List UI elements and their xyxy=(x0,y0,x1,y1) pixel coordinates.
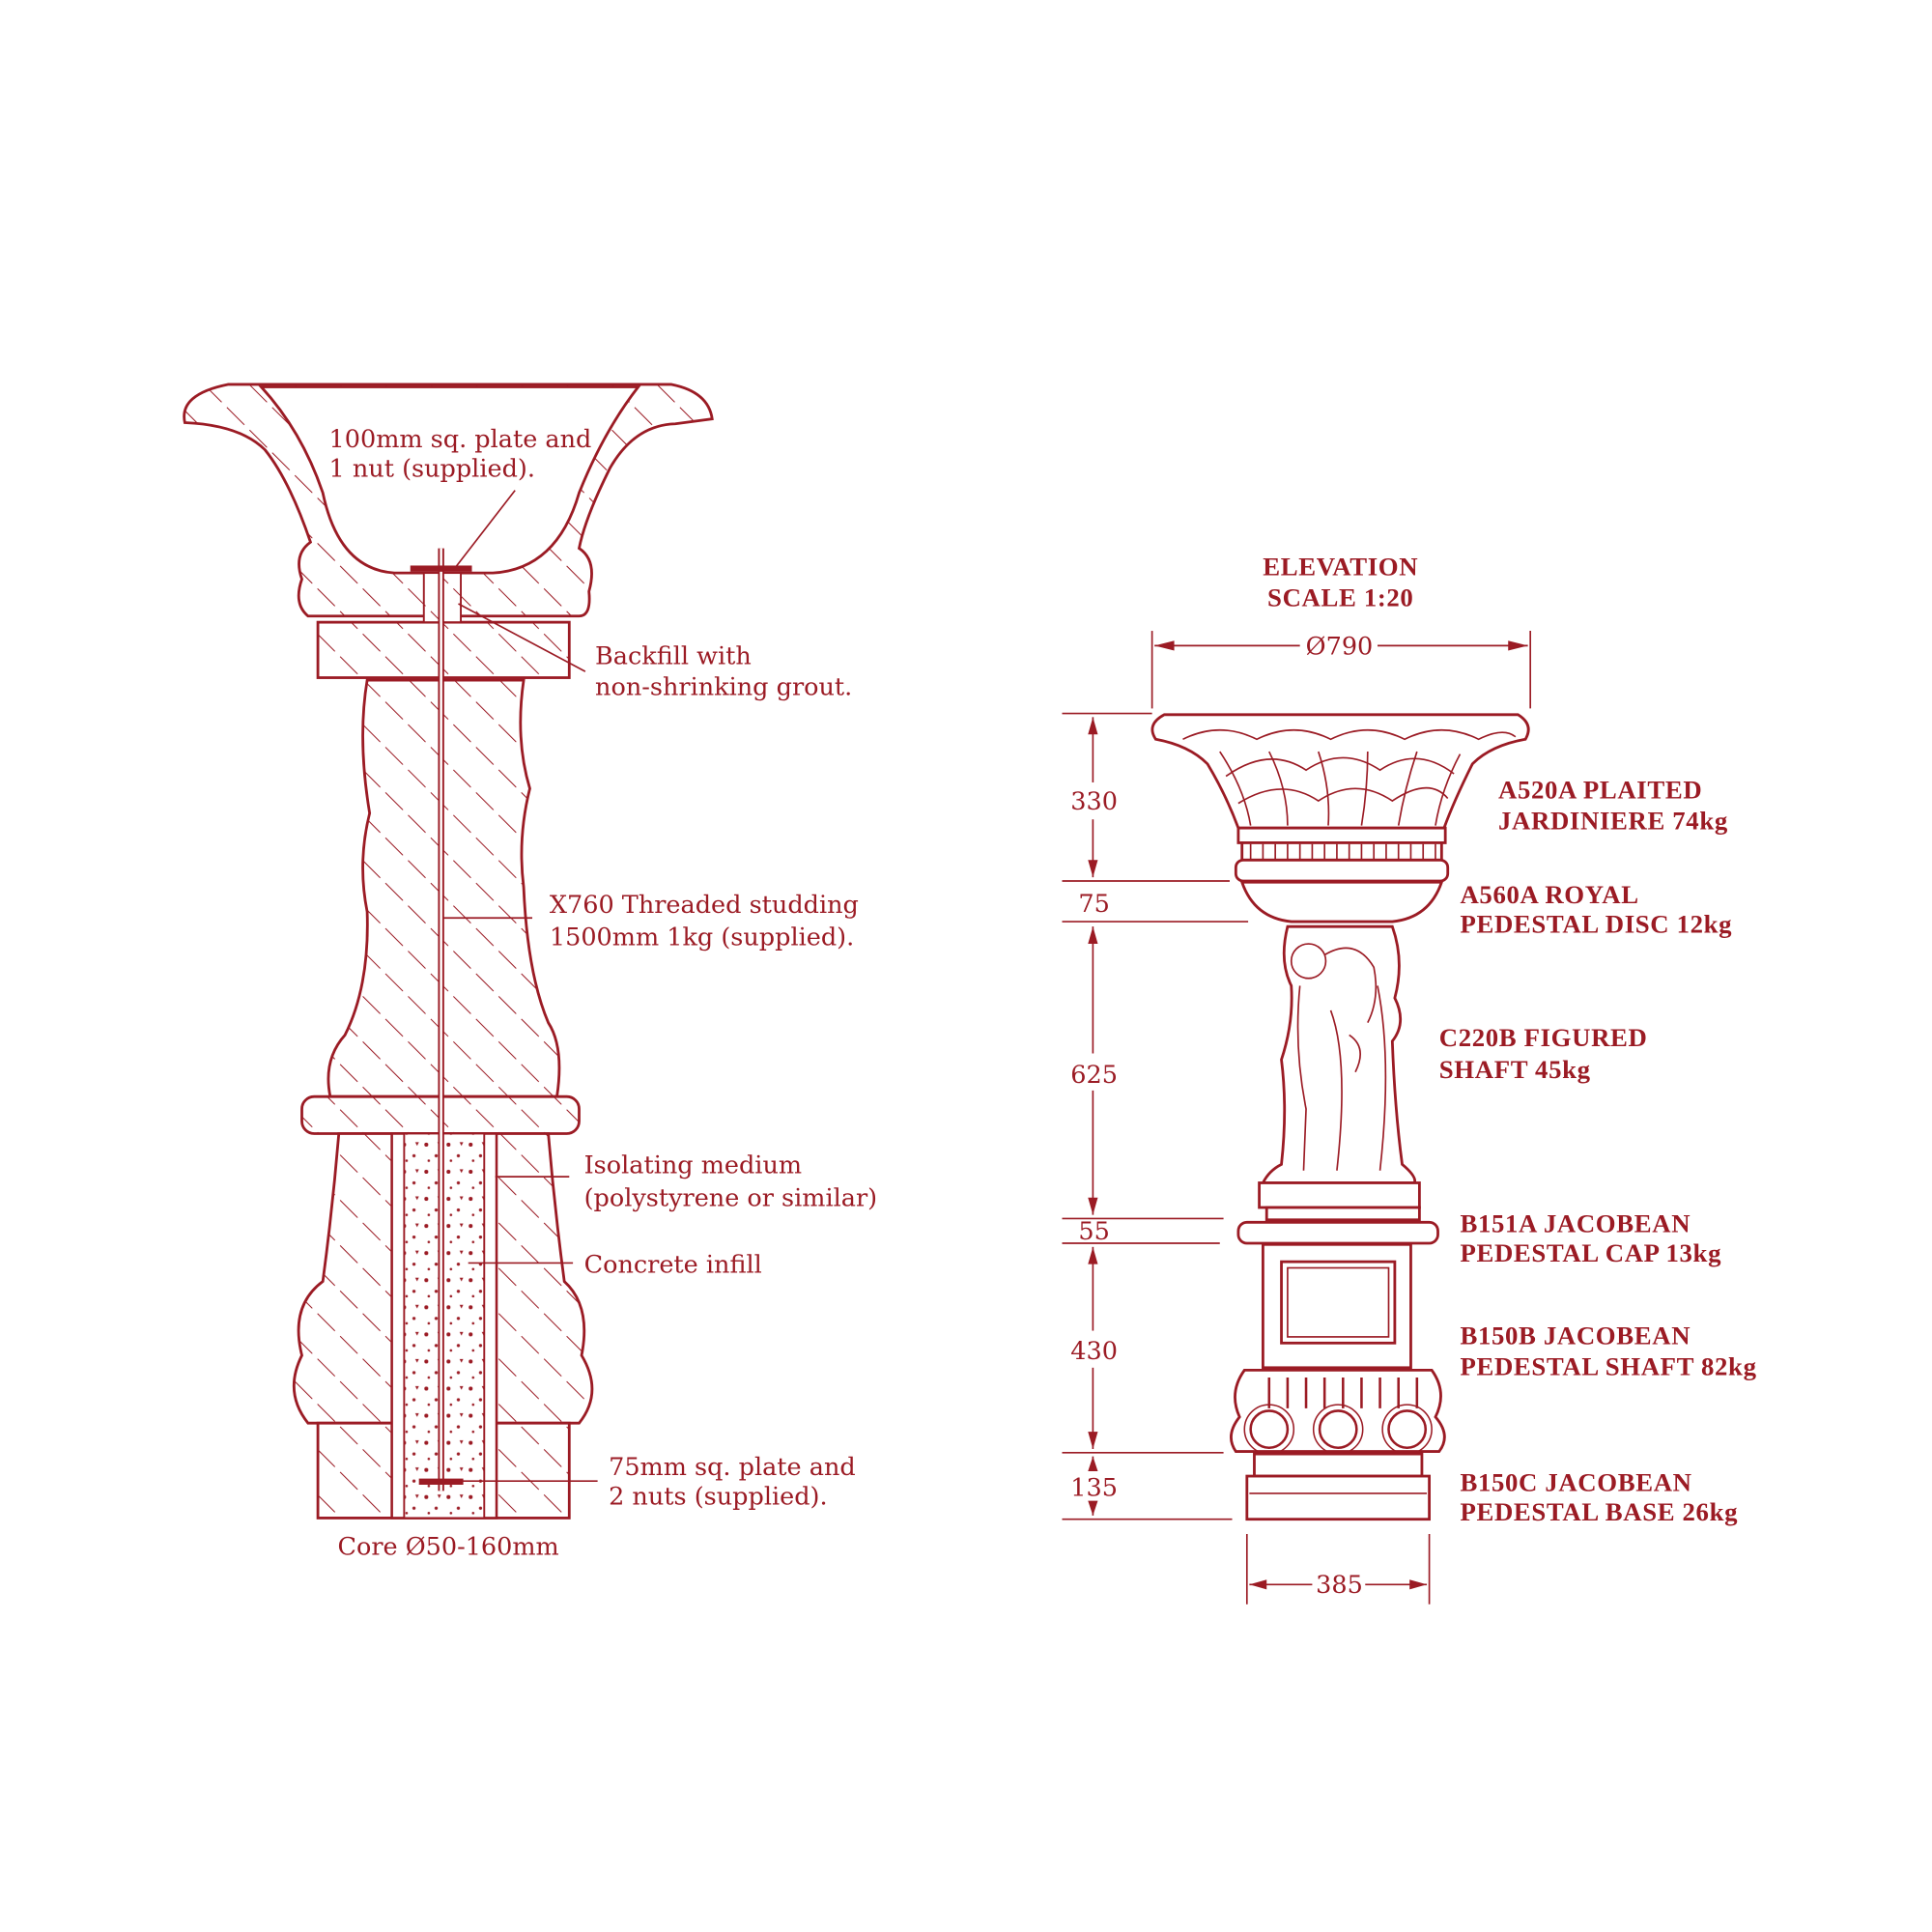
label-studding-2: 1500mm 1kg (supplied). xyxy=(550,923,854,952)
part-weight: SHAFT 45kg xyxy=(1439,1055,1591,1084)
fluted-band xyxy=(1240,841,1443,862)
part-name: B151A JACOBEAN xyxy=(1460,1209,1690,1238)
dim-height-disc: 75 xyxy=(1078,890,1109,919)
label-bottom-plate-1: 75mm sq. plate and xyxy=(609,1453,856,1482)
part-name: A560A ROYAL xyxy=(1460,880,1638,909)
label-concrete: Concrete infill xyxy=(584,1251,762,1280)
part-name: B150B JACOBEAN xyxy=(1460,1321,1690,1350)
part-label-cap: B151A JACOBEAN PEDESTAL CAP 13kg xyxy=(1460,1209,1721,1268)
label-backfill-1: Backfill with xyxy=(595,641,752,670)
part-name: B150C JACOBEAN xyxy=(1460,1467,1691,1496)
dim-height-figured-shaft: 625 xyxy=(1070,1061,1118,1090)
label-top-plate-1: 100mm sq. plate and xyxy=(329,425,592,454)
label-backfill-2: non-shrinking grout. xyxy=(595,672,852,701)
bowl-void xyxy=(258,385,641,575)
height-dimension-lines xyxy=(1062,712,1249,1520)
part-weight: PEDESTAL DISC 12kg xyxy=(1460,910,1732,939)
dim-height-base: 135 xyxy=(1070,1473,1118,1502)
label-top-plate-2: 1 nut (supplied). xyxy=(329,455,535,484)
shaft-panel xyxy=(1280,1260,1397,1345)
top-plate xyxy=(410,565,472,572)
plait-pattern xyxy=(1182,728,1517,826)
part-label-disc: A560A ROYAL PEDESTAL DISC 12kg xyxy=(1460,880,1732,939)
label-isolating-1: Isolating medium xyxy=(584,1151,802,1179)
dim-top-diameter: Ø790 xyxy=(1306,632,1374,661)
part-label-figured-shaft: C220B FIGURED SHAFT 45kg xyxy=(1439,1023,1648,1084)
dim-height-pedestal-shaft: 430 xyxy=(1070,1337,1118,1366)
part-weight: PEDESTAL CAP 13kg xyxy=(1460,1238,1721,1267)
part-weight: PEDESTAL BASE 26kg xyxy=(1460,1497,1738,1526)
section-drawing: 100mm sq. plate and 1 nut (supplied). Ba… xyxy=(183,383,878,1562)
dim-base-width: 385 xyxy=(1316,1571,1363,1600)
dim-height-cap: 55 xyxy=(1078,1217,1109,1246)
base-elevation xyxy=(1245,1474,1431,1521)
dim-height-jardiniere: 330 xyxy=(1070,787,1118,816)
elevation-title: ELEVATION xyxy=(1263,553,1418,582)
cap-elevation xyxy=(1236,1220,1439,1245)
part-weight: PEDESTAL SHAFT 82kg xyxy=(1460,1351,1756,1380)
label-bottom-plate-2: 2 nuts (supplied). xyxy=(609,1482,828,1511)
part-label-pedestal-shaft: B150B JACOBEAN PEDESTAL SHAFT 82kg xyxy=(1460,1321,1756,1381)
part-name: C220B FIGURED xyxy=(1439,1023,1648,1052)
part-label-jardiniere: A520A PLAITED JARDINIERE 74kg xyxy=(1498,776,1728,836)
part-label-base: B150C JACOBEAN PEDESTAL BASE 26kg xyxy=(1460,1467,1738,1526)
elevation-drawing: ELEVATION SCALE 1:20 Ø790 xyxy=(1062,553,1756,1605)
label-core: Core Ø50-160mm xyxy=(337,1533,558,1562)
label-isolating-2: (polystyrene or similar) xyxy=(584,1184,878,1213)
part-name: A520A PLAITED xyxy=(1498,776,1702,805)
cherub-figures xyxy=(1290,943,1387,1171)
elevation-scale: SCALE 1:20 xyxy=(1267,583,1413,612)
part-weight: JARDINIERE 74kg xyxy=(1498,806,1728,835)
label-studding-1: X760 Threaded studding xyxy=(550,891,859,920)
disc-elevation xyxy=(1239,880,1444,923)
bottom-plate xyxy=(418,1478,464,1485)
